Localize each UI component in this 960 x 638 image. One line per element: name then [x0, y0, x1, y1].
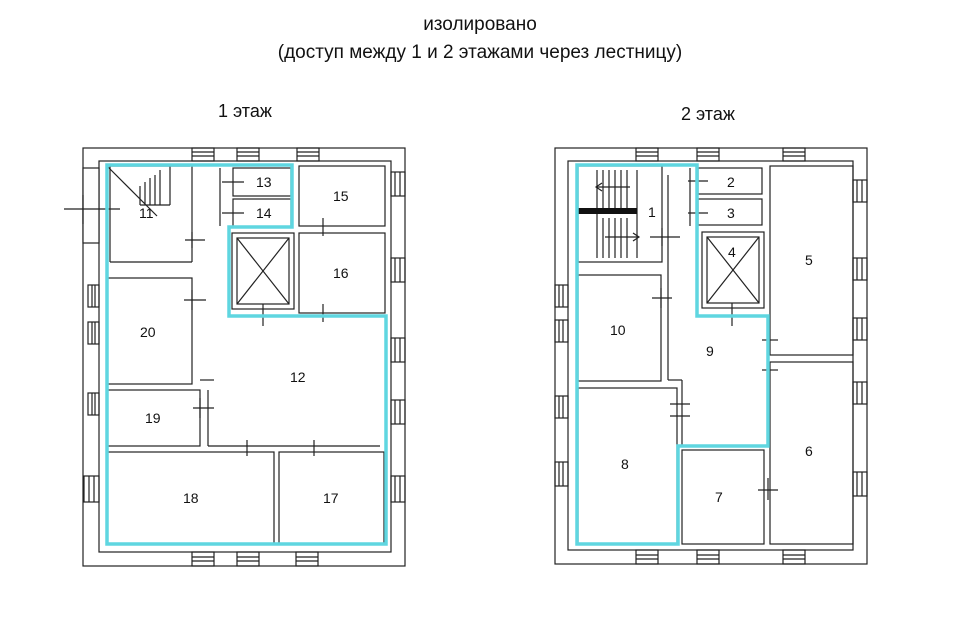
room-10-label: 10 [610, 322, 626, 338]
room-7-label: 7 [715, 489, 723, 505]
floor-2-windows [554, 147, 868, 565]
floor-2-small-rooms [688, 167, 763, 226]
floor-2-room-5 [769, 165, 854, 356]
room-13-label: 13 [256, 174, 272, 190]
floor-2-room-7 [681, 449, 765, 545]
room-2-label: 2 [727, 174, 735, 190]
room-3-label: 3 [727, 205, 735, 221]
floor-2-elevator [701, 231, 765, 326]
heading-line-2: (доступ между 1 и 2 этажами через лестни… [277, 42, 683, 63]
room-5-label: 5 [805, 252, 813, 268]
room-1-label: 1 [648, 204, 656, 220]
room-16-label: 16 [333, 265, 349, 281]
floor-1-room-numbers: 11 13 14 15 16 20 12 19 18 17 [139, 174, 349, 506]
floor-2-isolated-zone [575, 163, 770, 546]
room-4-label: 4 [728, 244, 736, 260]
heading-line-1: изолировано [423, 14, 537, 35]
room-19-label: 19 [145, 410, 161, 426]
room-20-label: 20 [140, 324, 156, 340]
room-15-label: 15 [333, 188, 349, 204]
floor-1-elevator [231, 232, 295, 326]
floor-2-room-6 [769, 361, 854, 545]
floor-1-staircase [106, 165, 205, 263]
room-9-label: 9 [706, 343, 714, 359]
floor-1-room-16 [298, 232, 386, 314]
floor-1-entrance [64, 167, 120, 244]
floor-2-label: 2 этаж [681, 104, 735, 124]
room-12-label: 12 [290, 369, 306, 385]
floor-2-room-numbers: 1 2 3 4 5 10 9 6 8 7 [610, 174, 813, 505]
floor-1-plan [64, 147, 406, 567]
room-6-label: 6 [805, 443, 813, 459]
floor-1-windows [83, 147, 406, 567]
floor-1-label: 1 этаж [218, 101, 272, 121]
room-11-label: 11 [139, 205, 154, 221]
room-17-label: 17 [323, 490, 339, 506]
room-18-label: 18 [183, 490, 199, 506]
floor-1-isolated-zone [105, 163, 388, 546]
room-14-label: 14 [256, 205, 272, 221]
floor-1-room-15 [298, 165, 386, 227]
floor-2-stair-barrier [578, 208, 637, 214]
floor-1-outer-wall [82, 147, 406, 567]
room-8-label: 8 [621, 456, 629, 472]
